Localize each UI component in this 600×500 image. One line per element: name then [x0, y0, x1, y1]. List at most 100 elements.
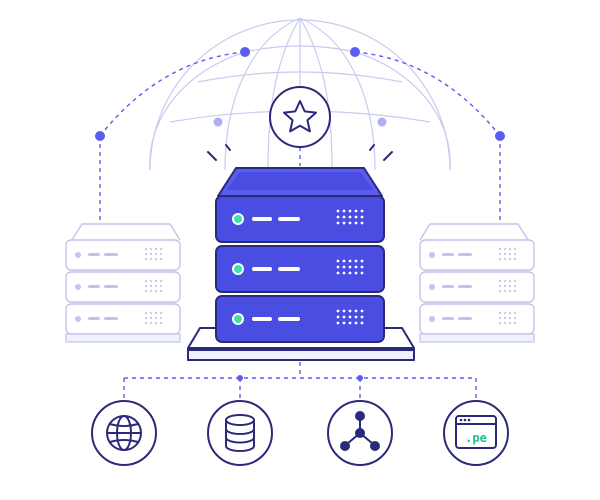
vent-dot — [159, 279, 163, 283]
vent-dot — [144, 252, 148, 256]
vent-dot — [159, 316, 163, 320]
vent-dot — [144, 284, 148, 288]
globe-tile — [91, 400, 157, 466]
vent-dot — [354, 265, 358, 269]
vent-dot — [336, 215, 340, 219]
left-vent-dots — [144, 247, 163, 325]
vent-dot — [348, 209, 352, 213]
vent-dot — [508, 311, 512, 315]
vent-dot — [354, 221, 358, 225]
vent-dot — [503, 289, 507, 293]
vent-dot — [144, 316, 148, 320]
sparkle-lines — [207, 144, 393, 161]
vent-dot — [149, 247, 153, 251]
vent-dot — [354, 321, 358, 325]
vent-dot — [348, 265, 352, 269]
vent-dot — [159, 257, 163, 261]
vent-dot — [508, 284, 512, 288]
vent-dot — [342, 265, 346, 269]
vent-dot — [513, 252, 517, 256]
vent-dot — [154, 247, 158, 251]
browser-window-icon — [455, 415, 497, 449]
vent-dot — [503, 247, 507, 251]
star-badge — [269, 86, 331, 148]
vent-dot — [513, 316, 517, 320]
vent-dot — [154, 284, 158, 288]
vent-dot — [498, 252, 502, 256]
vent-dot — [503, 257, 507, 261]
vent-dot — [144, 257, 148, 261]
status-led — [232, 213, 244, 225]
vent-dot — [513, 279, 517, 283]
vent-dot — [360, 309, 364, 313]
vent-dot — [360, 265, 364, 269]
vent-dot — [513, 284, 517, 288]
vent-dot — [503, 252, 507, 256]
status-led — [232, 263, 244, 275]
main-server — [215, 167, 385, 343]
vent-dot — [149, 321, 153, 325]
vent-dot — [149, 316, 153, 320]
vent-dot — [144, 279, 148, 283]
vent-dot — [336, 315, 340, 319]
network-tile — [327, 400, 393, 466]
globe-node — [377, 117, 387, 127]
vent-dot — [154, 257, 158, 261]
vent-dot — [159, 289, 163, 293]
vent-dot — [159, 311, 163, 315]
status-leds — [232, 213, 244, 325]
vent-dot — [354, 315, 358, 319]
status-led — [232, 313, 244, 325]
vent-dot — [342, 209, 346, 213]
vent-dot — [354, 215, 358, 219]
vent-dot — [508, 321, 512, 325]
network-icon — [340, 411, 380, 451]
vent-dot — [508, 247, 512, 251]
vent-dot — [159, 284, 163, 288]
vent-dot — [149, 284, 153, 288]
vent-dot — [498, 284, 502, 288]
vent-dot — [154, 311, 158, 315]
vent-dot — [503, 279, 507, 283]
vent-dot — [154, 279, 158, 283]
connector-nodes — [237, 375, 363, 381]
vent-dot — [342, 321, 346, 325]
vent-dot — [154, 316, 158, 320]
domain-tld-label: .pe — [465, 431, 487, 445]
vent-dot — [149, 311, 153, 315]
vent-dot — [144, 321, 148, 325]
vent-dot — [336, 259, 340, 263]
server-units — [215, 195, 385, 343]
vent-dot — [154, 321, 158, 325]
link-node-left — [95, 131, 105, 141]
vent-dot — [508, 289, 512, 293]
vent-dot — [159, 252, 163, 256]
link-node-right — [495, 131, 505, 141]
vent-dot — [508, 279, 512, 283]
vent-dot — [498, 247, 502, 251]
globe-nodes — [213, 47, 387, 127]
vent-dot — [503, 316, 507, 320]
vent-dot — [360, 315, 364, 319]
domain-tile: .pe — [443, 400, 509, 466]
vent-dot — [513, 311, 517, 315]
vent-dot — [149, 289, 153, 293]
vent-dot — [336, 321, 340, 325]
vent-dot — [354, 271, 358, 275]
database-tile — [207, 400, 273, 466]
vent-dot — [336, 265, 340, 269]
star-icon — [283, 100, 317, 133]
vent-dot — [354, 209, 358, 213]
vent-dot — [508, 257, 512, 261]
vent-dot — [144, 289, 148, 293]
vent-dot — [342, 259, 346, 263]
vent-dot — [336, 271, 340, 275]
vent-dot — [508, 252, 512, 256]
vent-dot — [348, 309, 352, 313]
vent-dot — [154, 289, 158, 293]
database-icon — [225, 414, 255, 452]
right-vent-dots — [498, 247, 517, 325]
vent-dot — [342, 221, 346, 225]
vent-dot — [154, 252, 158, 256]
